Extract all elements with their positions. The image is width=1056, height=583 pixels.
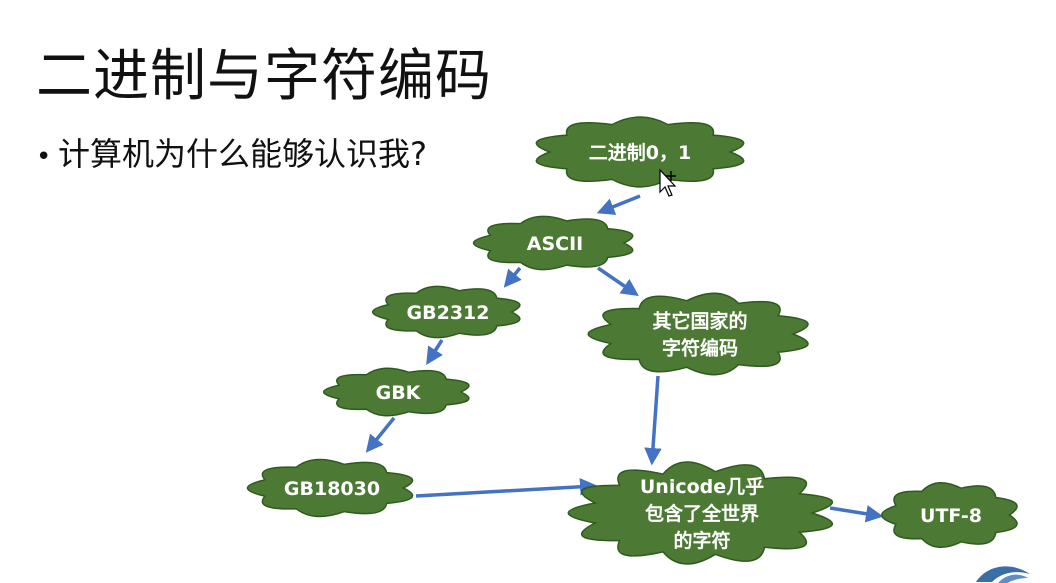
arrow-gbk-to-gb18030 bbox=[365, 416, 396, 453]
arrow-other-to-unicode bbox=[644, 375, 662, 466]
cloud-node-gbk: GBK bbox=[322, 367, 470, 417]
cloud-node-ascii: ASCII bbox=[472, 215, 634, 271]
cloud-shape bbox=[322, 367, 470, 417]
node-label-utf8: UTF-8 bbox=[920, 505, 982, 527]
node-label-other: 字符编码 bbox=[662, 337, 738, 360]
cloud-shape bbox=[246, 458, 414, 518]
cloud-shape bbox=[472, 215, 634, 271]
node-label-ascii: ASCII bbox=[527, 233, 583, 255]
slide-title: 二进制与字符编码 bbox=[36, 44, 492, 109]
arrow-ascii-to-other bbox=[597, 266, 639, 296]
cloud-shape bbox=[567, 461, 834, 565]
node-label-unicode: 的字符 bbox=[673, 529, 730, 552]
bullet-text: 计算机为什么能够认识我? bbox=[58, 135, 427, 173]
bullet-dot-icon: • bbox=[36, 142, 52, 172]
node-label-other: 其它国家的 bbox=[652, 310, 747, 333]
arrow-gb2312-to-gbk bbox=[426, 339, 444, 365]
node-label-gbk: GBK bbox=[376, 382, 422, 404]
node-label-binary: 二进制0，1 bbox=[589, 141, 691, 164]
cloud-node-utf8: UTF-8 bbox=[881, 482, 1018, 548]
move-cursor-icon bbox=[659, 168, 677, 197]
bullet-item: •计算机为什么能够认识我? bbox=[36, 134, 427, 177]
arrow-binary-to-ascii bbox=[596, 194, 641, 215]
cloud-shape bbox=[881, 482, 1018, 548]
edges-layer bbox=[365, 194, 884, 523]
cloud-shape bbox=[587, 292, 809, 376]
cloud-shape bbox=[535, 116, 745, 188]
corner-logo-icon bbox=[976, 566, 1030, 583]
node-label-gb2312: GB2312 bbox=[407, 302, 490, 324]
node-label-unicode: Unicode几乎 bbox=[640, 476, 764, 498]
cloud-node-binary: 二进制0，1 bbox=[535, 116, 745, 188]
arrow-gb18030-to-unicode bbox=[415, 478, 598, 498]
arrow-ascii-to-gb2312 bbox=[503, 266, 522, 288]
cloud-node-gb18030: GB18030 bbox=[246, 458, 414, 518]
node-label-unicode: 包含了全世界 bbox=[645, 502, 759, 525]
cloud-node-gb2312: GB2312 bbox=[371, 285, 521, 339]
cloud-shape bbox=[371, 285, 521, 339]
arrow-unicode-to-utf8 bbox=[829, 505, 884, 523]
node-label-gb18030: GB18030 bbox=[284, 478, 380, 500]
